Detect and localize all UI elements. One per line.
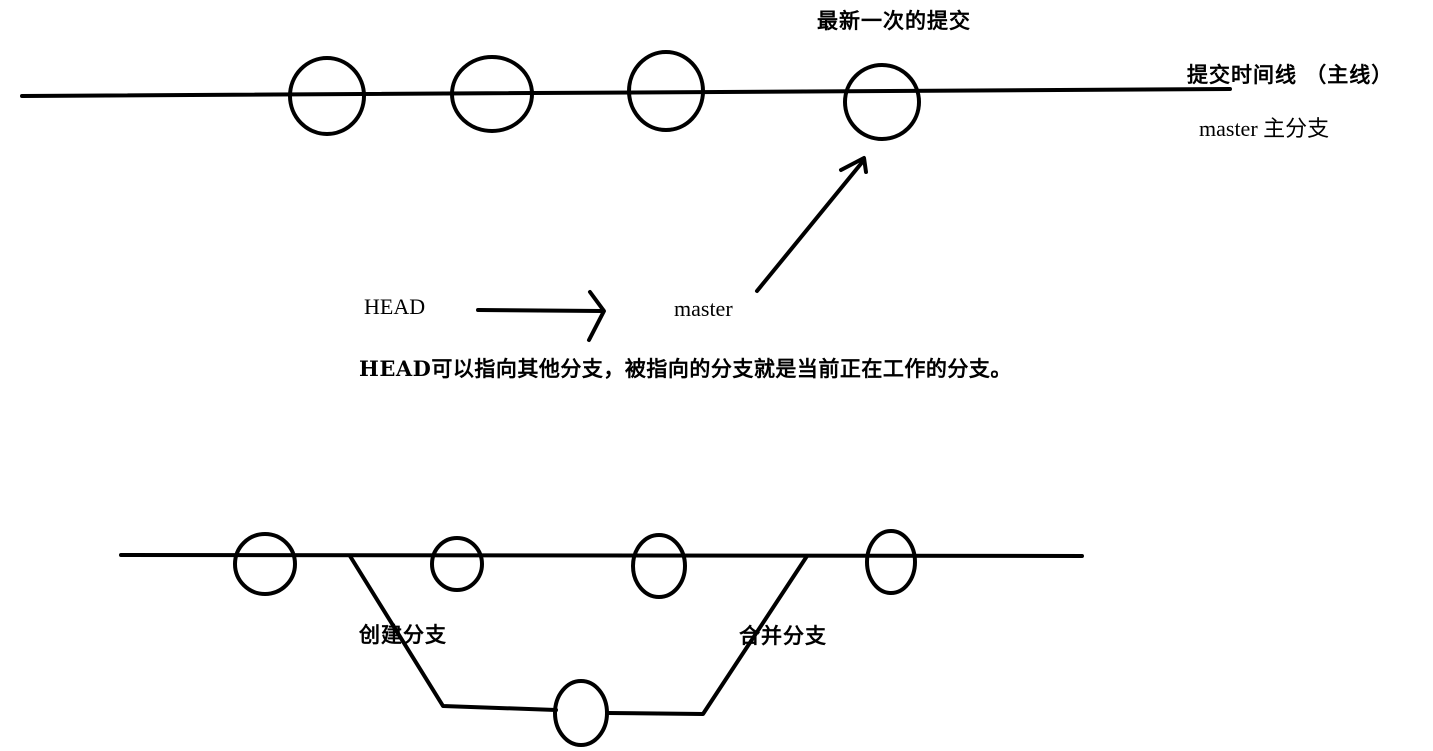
main-commit-4 bbox=[865, 529, 917, 595]
commit-node-1 bbox=[288, 56, 366, 136]
arrow-shaft bbox=[476, 308, 604, 313]
branch-path bbox=[348, 554, 809, 716]
head-pointer-arrow bbox=[476, 290, 606, 342]
top-timeline bbox=[20, 50, 1232, 141]
merge-branch-label: 合并分支 bbox=[739, 623, 827, 648]
main-commit-2 bbox=[430, 536, 484, 592]
master-pointer-arrow bbox=[755, 156, 868, 293]
master-main-branch-label: master 主分支 bbox=[1199, 116, 1330, 141]
main-timeline-line bbox=[20, 87, 1232, 98]
main-line bbox=[119, 553, 1084, 558]
main-commit-1 bbox=[233, 532, 297, 596]
commit-node-latest bbox=[843, 63, 921, 141]
arrow-shaft bbox=[755, 158, 866, 293]
master-label: master bbox=[674, 296, 733, 321]
timeline-label: 提交时间线 （主线） bbox=[1187, 62, 1394, 87]
main-commit-3 bbox=[631, 533, 687, 599]
latest-commit-label: 最新一次的提交 bbox=[817, 8, 971, 33]
head-explanation-note: HEAD可以指向其他分支，被指向的分支就是当前正在工作的分支。 bbox=[359, 356, 1012, 381]
head-label: HEAD bbox=[364, 294, 426, 319]
commit-node-3 bbox=[627, 50, 705, 132]
create-branch-label: 创建分支 bbox=[359, 622, 447, 647]
bottom-branching bbox=[119, 529, 1084, 747]
commit-node-2 bbox=[450, 55, 534, 133]
arrow-head bbox=[587, 290, 606, 342]
arrow-head bbox=[839, 156, 868, 174]
branch-commit bbox=[553, 679, 609, 747]
